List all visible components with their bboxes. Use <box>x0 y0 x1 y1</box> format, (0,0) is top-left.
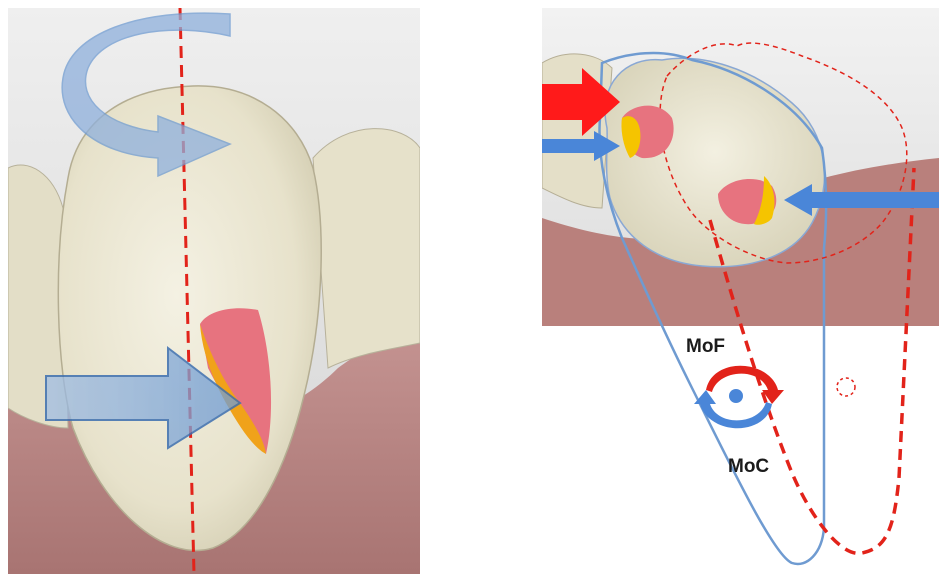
displaced-center-circle <box>837 378 855 396</box>
left-panel-frontal-view <box>8 8 420 574</box>
rotation-center-dot <box>729 389 743 403</box>
neighbour-tooth-right <box>313 129 420 368</box>
right-illustration: MoF MoC <box>542 8 939 574</box>
mof-label: MoF <box>686 336 725 357</box>
mof-curved-arrow <box>706 366 784 404</box>
left-illustration <box>8 8 420 574</box>
moc-label: MoC <box>728 456 769 477</box>
right-panel-occlusal-view: MoF MoC <box>542 8 939 574</box>
